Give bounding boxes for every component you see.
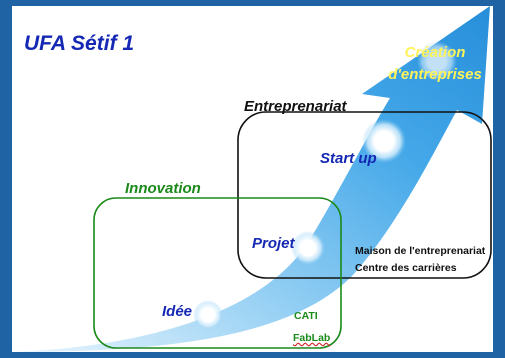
diagram-canvas — [12, 6, 492, 352]
stage-dot-projet — [291, 231, 325, 265]
stage-dot-startup — [362, 119, 406, 163]
projet-label: Projet — [252, 235, 295, 252]
stage-dot-creation — [417, 41, 457, 81]
growth-arrow — [12, 6, 490, 352]
creation-label: Création d'entreprises — [380, 42, 490, 86]
stage-dot-idee — [193, 300, 223, 330]
creation-line-2: d'entreprises — [388, 66, 482, 83]
page-title: UFA Sétif 1 — [24, 32, 135, 55]
innovation-box — [93, 197, 342, 349]
maison-label: Maison de l'entreprenariat — [355, 245, 486, 257]
innovation-label: Innovation — [125, 180, 201, 197]
idee-label: Idée — [162, 303, 193, 320]
entrepreneuriat-box — [237, 111, 492, 279]
creation-line-1: Création — [404, 44, 466, 61]
fablab-label: FabLab — [293, 332, 331, 344]
cati-label: CATI — [294, 310, 318, 322]
entrepreneuriat-label: Entreprenariat — [244, 98, 347, 115]
startup-label: Start up — [320, 150, 377, 167]
slide: UFA Sétif 1 Création d'entreprises Entre… — [12, 6, 493, 352]
centre-label: Centre des carrières — [355, 262, 457, 274]
